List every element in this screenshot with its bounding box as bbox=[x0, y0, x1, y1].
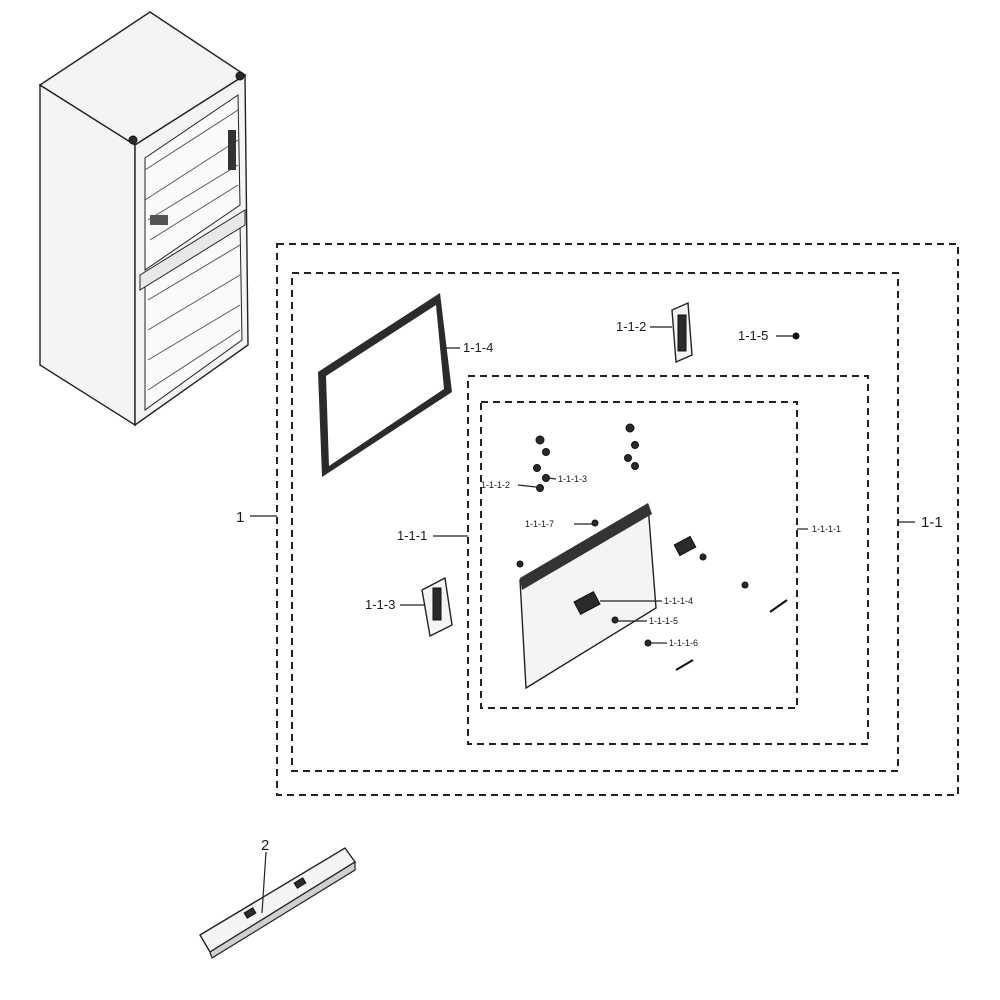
cap-part bbox=[792, 332, 800, 340]
door-gasket bbox=[318, 293, 452, 477]
door-handle bbox=[199, 847, 357, 959]
refrigerator-illustration bbox=[38, 11, 249, 427]
assembly-box-1-1-1-1 bbox=[480, 401, 798, 709]
label-door-foam-inner: 1-1-1-1 bbox=[812, 524, 841, 534]
label-screw-d: 1-1-1-6 bbox=[669, 638, 698, 648]
label-screw-e: 1-1-1-7 bbox=[525, 519, 554, 529]
label-screw-b: 1-1-1-3 bbox=[558, 474, 587, 484]
label-cap: 1-1-5 bbox=[738, 328, 768, 343]
label-hinge-upper: 1-1-2 bbox=[616, 319, 646, 334]
label-hinge-lower: 1-1-3 bbox=[365, 597, 395, 612]
label-gasket: 1-1-4 bbox=[463, 340, 493, 355]
label-screw-c: 1-1-1-5 bbox=[649, 616, 678, 626]
label-door-foam: 1-1-1 bbox=[397, 528, 427, 543]
label-sub-assembly: 1-1 bbox=[921, 514, 943, 531]
assembly-box-1-1-1 bbox=[467, 375, 869, 745]
lower-hinge bbox=[421, 576, 453, 638]
upper-hinge bbox=[671, 301, 693, 364]
door-screws bbox=[516, 423, 788, 671]
label-bracket: 1-1-1-4 bbox=[664, 596, 693, 606]
door-panel bbox=[519, 503, 697, 690]
label-handle: 2 bbox=[261, 837, 269, 854]
label-assembly: 1 bbox=[236, 509, 244, 526]
label-screw-a: 1-1-1-2 bbox=[481, 480, 510, 490]
assembly-box-1 bbox=[276, 243, 959, 796]
